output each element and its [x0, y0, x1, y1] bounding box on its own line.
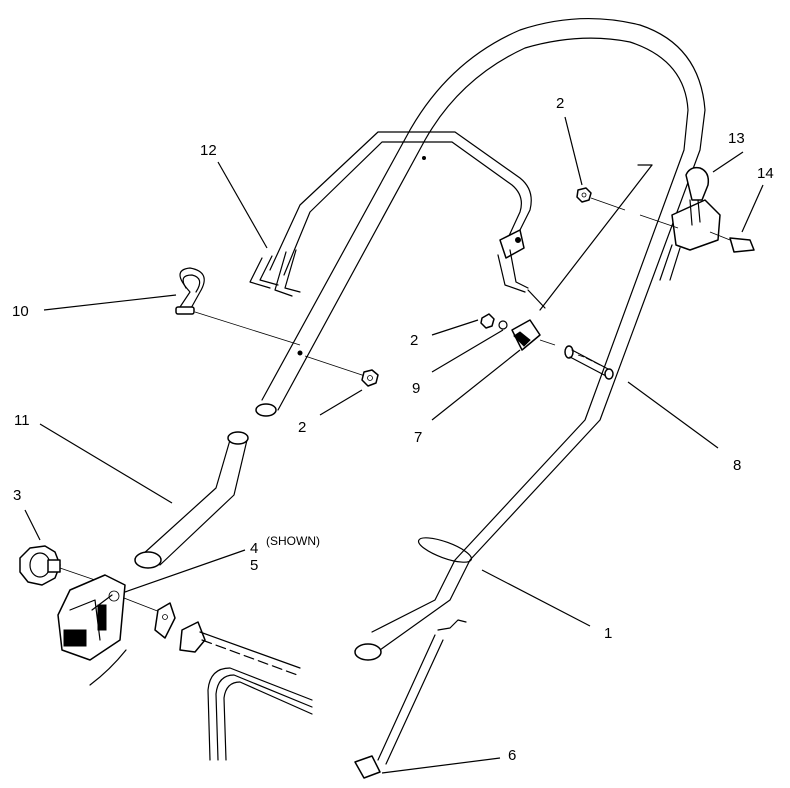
callout-3: 3 — [13, 487, 21, 504]
callout-1: 1 — [604, 625, 612, 642]
callout-8: 8 — [733, 457, 741, 474]
callout-11: 11 — [14, 412, 30, 429]
nut-upper — [576, 187, 626, 211]
bail-bar — [269, 131, 546, 309]
leader-4 — [124, 549, 246, 593]
handle-bracket — [57, 574, 161, 686]
callout-5: 5 — [250, 557, 258, 574]
callout-14: 14 — [757, 165, 774, 182]
leader-11 — [39, 423, 173, 504]
callout-2-lower: 2 — [298, 419, 306, 436]
cable-clip — [480, 313, 556, 351]
callout-2-top: 2 — [556, 95, 564, 112]
leader-7 — [431, 349, 521, 421]
callout-9: 9 — [412, 380, 420, 397]
leader-13 — [712, 151, 744, 173]
callout-13: 13 — [728, 130, 745, 147]
leader-2b — [431, 319, 479, 336]
handle-clip-ring — [417, 537, 473, 563]
handle-tube-end — [354, 643, 382, 661]
upper-handle — [255, 17, 706, 661]
cable-fitting — [154, 602, 301, 677]
nut-lower — [304, 355, 379, 387]
leader-6 — [381, 757, 501, 774]
leader-10 — [43, 294, 177, 311]
callout-4-note: (SHOWN) — [266, 534, 320, 548]
leader-12 — [217, 161, 268, 249]
leader-1 — [481, 569, 591, 627]
leader-14 — [741, 184, 764, 233]
hook-pin — [175, 267, 301, 346]
control-cable — [354, 619, 467, 779]
leader-2c — [319, 389, 363, 416]
carriage-bolt — [564, 345, 614, 380]
lower-handle — [134, 431, 249, 569]
bail-lever-ends — [249, 249, 301, 297]
leader-2a — [564, 116, 583, 186]
leader-8 — [627, 381, 719, 449]
leader-3 — [24, 509, 41, 541]
callout-12: 12 — [200, 142, 217, 159]
callout-10: 10 — [12, 303, 29, 320]
callout-4: 4 — [250, 540, 258, 557]
callout-6: 6 — [508, 747, 516, 764]
callout-2-middle: 2 — [410, 332, 418, 349]
knob — [19, 545, 96, 586]
callout-7: 7 — [414, 429, 422, 446]
leader-9 — [431, 329, 504, 373]
throttle-control — [639, 166, 755, 281]
deck-edge — [207, 667, 313, 761]
